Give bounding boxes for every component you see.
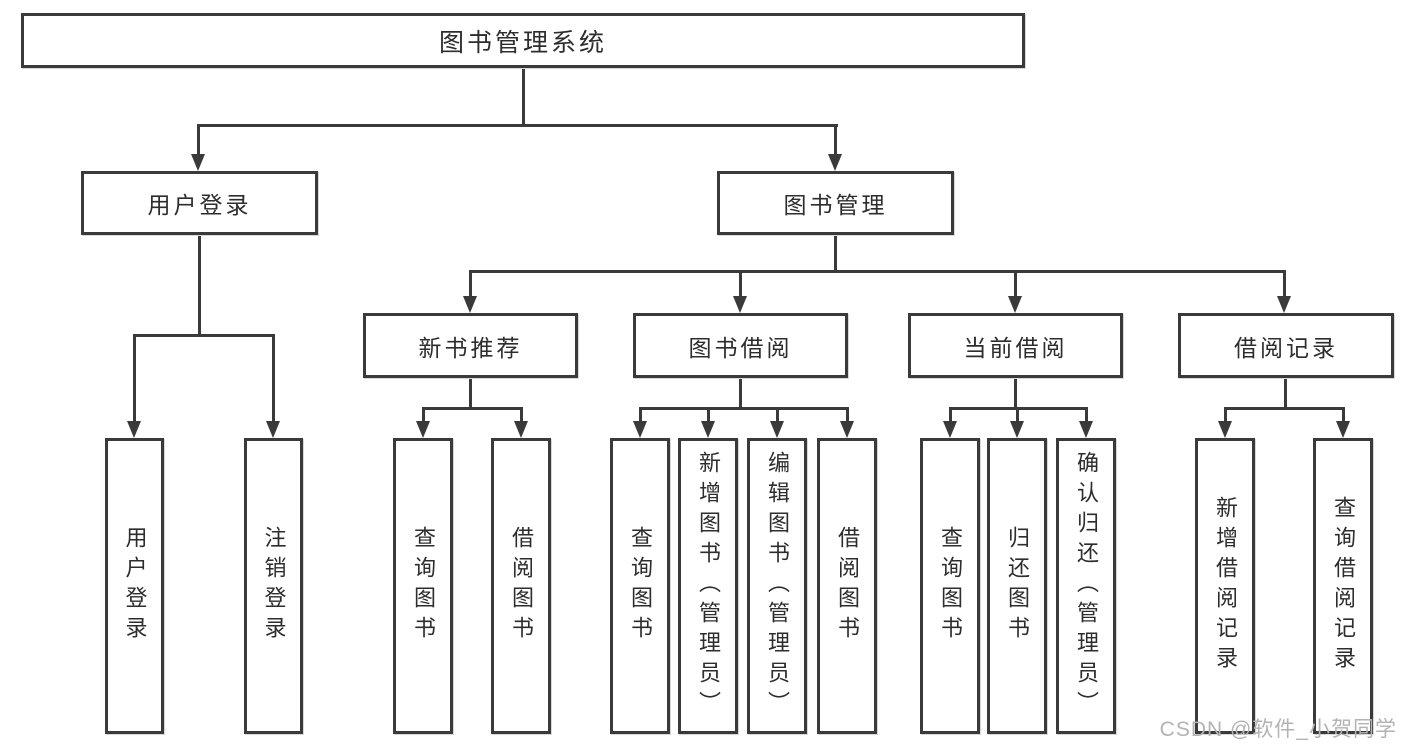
arrowhead-down-icon — [828, 154, 842, 171]
leaf-query-book-borrow: 查询图书 — [610, 438, 670, 734]
arrowhead-down-icon — [127, 421, 141, 438]
leaf-confirm-return-admin: 确认归还（管理员） — [1056, 438, 1116, 734]
leaf-logout: 注销登录 — [244, 438, 303, 734]
arrowhead-down-icon — [770, 421, 784, 438]
leaf-query-book-recommend: 查询图书 — [393, 438, 453, 734]
connector-drop-leaf — [639, 407, 642, 422]
connector-drop-leaf — [1016, 407, 1019, 422]
node-borrow-records-label: 借阅记录 — [1234, 334, 1338, 361]
arrowhead-down-icon — [514, 421, 528, 438]
arrowhead-down-icon — [943, 421, 957, 438]
leaf-edit-book-admin: 编辑图书（管理员） — [747, 438, 807, 734]
leaf-confirm-return-admin-label: 确认归还（管理员） — [1074, 451, 1099, 721]
leaf-borrow-book-borrow: 借阅图书 — [817, 438, 877, 734]
connector-drop-book-management — [834, 124, 837, 155]
arrowhead-down-icon — [733, 296, 747, 313]
connector-root-stub — [522, 65, 525, 126]
leaf-edit-book-admin-label: 编辑图书（管理员） — [765, 451, 790, 721]
connector-drop-leaf — [520, 407, 523, 422]
connector-root-hline — [197, 124, 838, 127]
leaf-borrow-book-borrow-label: 借阅图书 — [835, 526, 860, 646]
node-new-book-recommend-label: 新书推荐 — [418, 334, 523, 361]
connector-l3-hline — [422, 407, 522, 410]
node-root: 图书管理系统 — [21, 13, 1025, 68]
connector-drop-leaf — [422, 407, 425, 422]
connector-l3-stub — [1284, 376, 1287, 409]
leaf-query-borrow-record: 查询借阅记录 — [1313, 438, 1373, 734]
connector-l3-stub — [469, 376, 472, 409]
leaf-query-book-current-label: 查询图书 — [938, 526, 963, 646]
arrowhead-down-icon — [416, 421, 430, 438]
node-new-book-recommend: 新书推荐 — [363, 313, 578, 378]
node-book-borrow-label: 图书借阅 — [688, 334, 793, 361]
connector-drop-l3 — [1283, 270, 1286, 297]
arrowhead-down-icon — [1336, 421, 1350, 438]
leaf-query-book-current: 查询图书 — [920, 438, 980, 734]
leaf-add-book-admin-label: 新增图书（管理员） — [696, 451, 721, 721]
arrowhead-down-icon — [1010, 421, 1024, 438]
leaf-borrow-book-recommend-label: 借阅图书 — [509, 526, 534, 646]
node-borrow-records: 借阅记录 — [1178, 313, 1394, 378]
leaf-add-book-admin: 新增图书（管理员） — [678, 438, 738, 734]
connector-drop-l3 — [739, 270, 742, 297]
connector-l3-hline — [1224, 407, 1345, 410]
connector-drop-leaf — [707, 407, 710, 422]
connector-drop-leaf — [272, 334, 275, 422]
arrowhead-down-icon — [266, 421, 280, 438]
leaf-user-login: 用户登录 — [105, 438, 164, 734]
arrowhead-down-icon — [1277, 296, 1291, 313]
leaf-add-borrow-record-label: 新增借阅记录 — [1213, 496, 1238, 676]
arrowhead-down-icon — [191, 154, 205, 171]
connector-drop-leaf — [1085, 407, 1088, 422]
node-current-borrow: 当前借阅 — [908, 313, 1123, 378]
connector-drop-leaf — [776, 407, 779, 422]
arrowhead-down-icon — [463, 296, 477, 313]
connector-user-login-stub — [198, 232, 201, 335]
connector-l3-stub — [739, 376, 742, 409]
connector-drop-leaf — [949, 407, 952, 422]
connector-drop-user-login — [197, 124, 200, 155]
node-user-login: 用户登录 — [81, 171, 318, 235]
connector-user-login-hline — [133, 334, 275, 337]
node-root-label: 图书管理系统 — [438, 28, 607, 57]
leaf-query-book-borrow-label: 查询图书 — [628, 526, 653, 646]
arrowhead-down-icon — [1079, 421, 1093, 438]
connector-drop-leaf — [846, 407, 849, 422]
connector-l3-hline — [639, 407, 848, 410]
node-book-management-label: 图书管理 — [783, 192, 888, 218]
connector-drop-leaf — [1224, 407, 1227, 422]
leaf-return-book-label: 归还图书 — [1005, 526, 1030, 646]
arrowhead-down-icon — [701, 421, 715, 438]
arrowhead-down-icon — [840, 421, 854, 438]
arrowhead-down-icon — [633, 421, 647, 438]
connector-l3-stub — [1014, 376, 1017, 409]
node-current-borrow-label: 当前借阅 — [963, 334, 1068, 361]
csdn-watermark: CSDN @软件_小贺同学 — [1159, 718, 1397, 741]
leaf-logout-label: 注销登录 — [261, 526, 287, 646]
connector-drop-leaf — [133, 334, 136, 422]
node-user-login-label: 用户登录 — [147, 192, 252, 218]
leaf-query-borrow-record-label: 查询借阅记录 — [1331, 496, 1356, 676]
leaf-add-borrow-record: 新增借阅记录 — [1195, 438, 1255, 734]
connector-drop-l3 — [469, 270, 472, 297]
connector-drop-l3 — [1014, 270, 1017, 297]
leaf-query-book-recommend-label: 查询图书 — [411, 526, 436, 646]
node-book-borrow: 图书借阅 — [633, 313, 848, 378]
connector-book-management-hline — [469, 270, 1285, 273]
connector-drop-leaf — [1342, 407, 1345, 422]
arrowhead-down-icon — [1008, 296, 1022, 313]
arrowhead-down-icon — [1218, 421, 1232, 438]
node-book-management: 图书管理 — [717, 171, 954, 235]
leaf-return-book: 归还图书 — [987, 438, 1047, 734]
leaf-user-login-label: 用户登录 — [122, 526, 148, 646]
leaf-borrow-book-recommend: 借阅图书 — [491, 438, 551, 734]
connector-book-management-stub — [834, 233, 837, 272]
